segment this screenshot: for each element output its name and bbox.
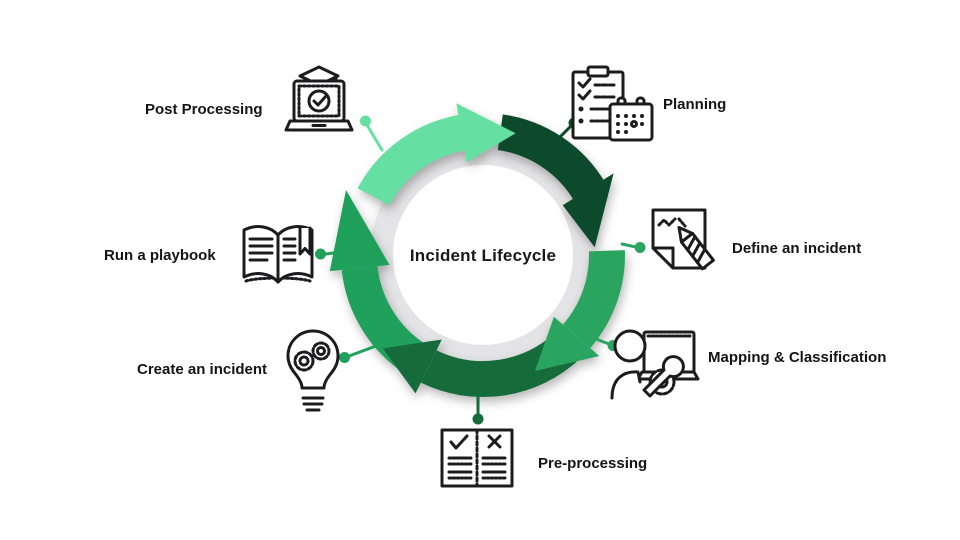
connector-dot-run-playbook xyxy=(315,248,326,260)
connector-line-post-processing xyxy=(365,123,384,152)
lightbulb-gears-icon xyxy=(286,329,340,412)
cycle-arrowhead-left-green xyxy=(329,190,390,272)
connector-line-define-incident xyxy=(620,242,638,249)
cycle-arrowhead-green xyxy=(535,316,600,371)
person-screen-wrench-icon xyxy=(610,329,700,400)
cycle-arrowhead-dark-green xyxy=(562,173,614,248)
connector-line-create-incident xyxy=(347,341,386,358)
open-book-icon xyxy=(242,225,314,284)
connector-line-mapping xyxy=(594,337,611,346)
cycle-arc-mint xyxy=(357,114,469,206)
cycle-arrowhead-forest-green xyxy=(382,339,442,394)
label-create-incident: Create an incident xyxy=(137,361,268,378)
connector-dot-create-incident xyxy=(339,352,350,363)
connector-line-run-playbook xyxy=(324,250,343,256)
label-run-playbook: Run a playbook xyxy=(104,247,216,264)
checklist-calendar-icon xyxy=(571,65,654,142)
laptop-graduation-check-icon xyxy=(284,65,354,132)
connector-dot-pre-processing xyxy=(472,413,484,425)
connector-line-planning xyxy=(558,123,574,139)
label-mapping-classification: Mapping & Classification xyxy=(708,349,887,366)
label-define-incident: Define an incident xyxy=(732,240,862,257)
diagram-title: Incident Lifecycle xyxy=(409,246,557,265)
cycle-arc-green xyxy=(562,250,625,349)
label-planning: Planning xyxy=(663,96,727,113)
label-post-processing: Post Processing xyxy=(145,101,263,118)
connector-dot-post-processing xyxy=(360,115,371,127)
connector-dot-define-incident xyxy=(634,242,646,253)
label-pre-processing: Pre-processing xyxy=(538,455,648,472)
paper-pen-icon xyxy=(651,208,715,271)
check-cross-list-icon xyxy=(440,428,514,488)
cycle-arrowhead-mint xyxy=(456,103,516,163)
center-circle xyxy=(393,165,573,345)
